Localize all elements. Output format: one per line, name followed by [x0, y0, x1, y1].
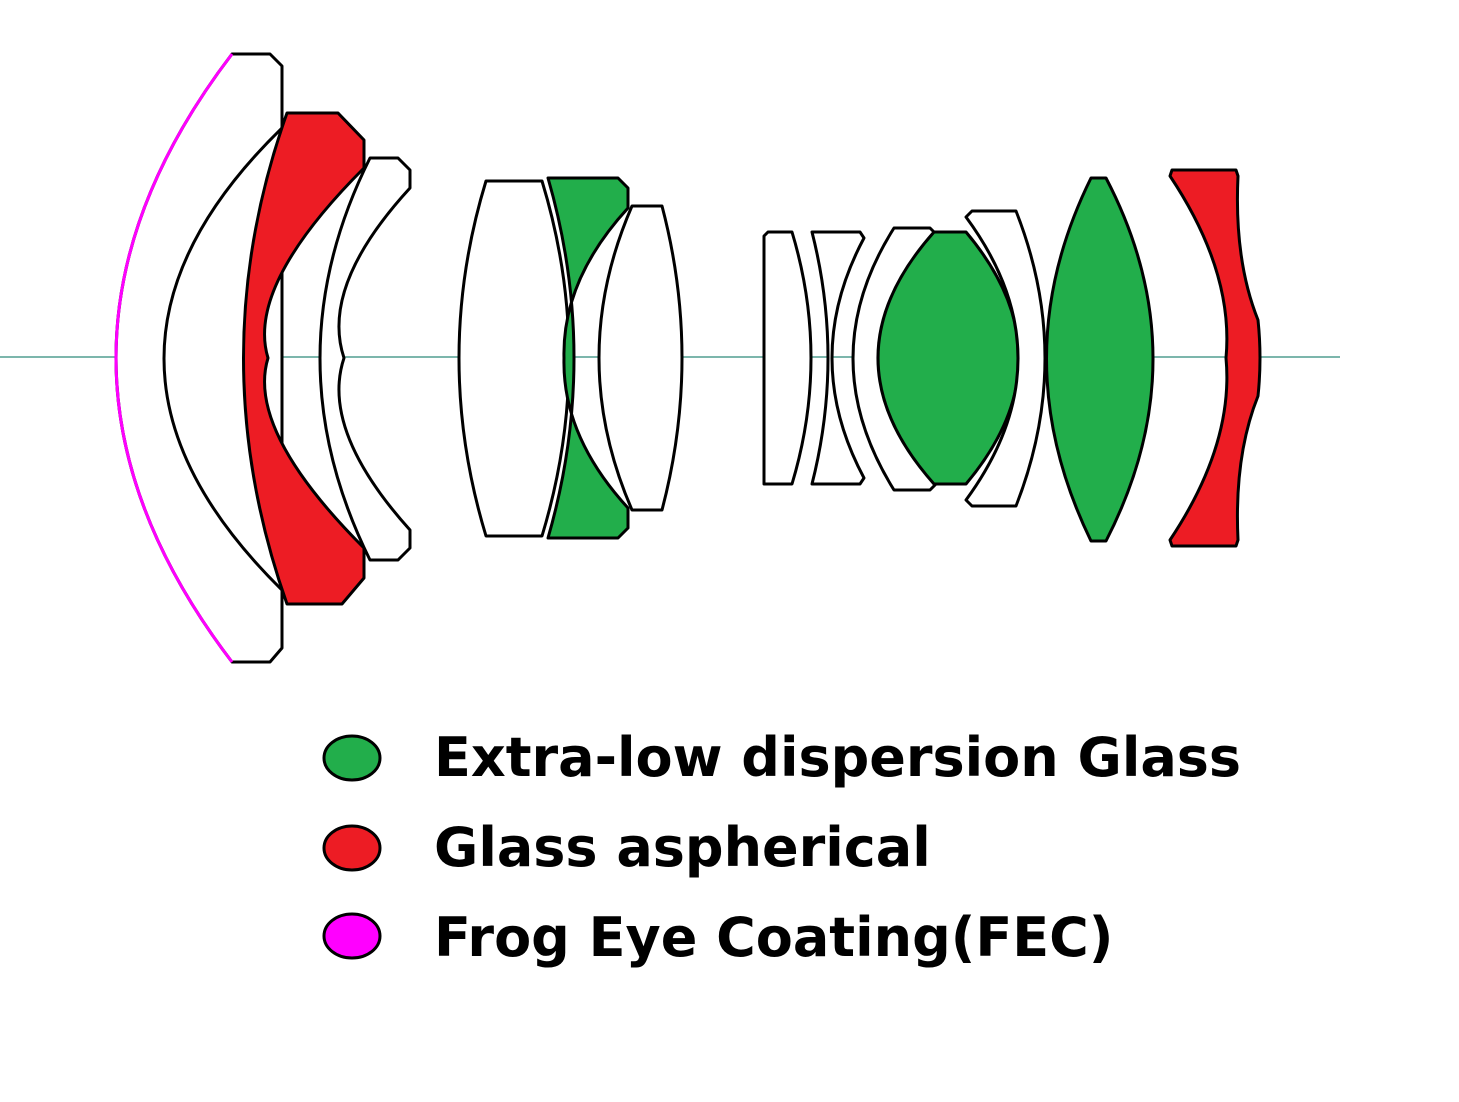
legend-item-fec: Frog Eye Coating(FEC)	[322, 906, 1113, 969]
lens-element-3	[318, 156, 412, 562]
legend-label-aspherical: Glass aspherical	[434, 816, 931, 879]
legend: Extra-low dispersion Glass Glass aspheri…	[322, 726, 1241, 969]
aspherical-swatch-icon	[322, 824, 382, 872]
lens-element-12	[1045, 176, 1155, 543]
lens-element-8	[810, 230, 866, 486]
lens-element-1-inner-surface	[162, 126, 284, 592]
legend-item-ed: Extra-low dispersion Glass	[322, 726, 1241, 789]
lens-element-11	[964, 209, 1047, 508]
lens-element-4	[457, 179, 571, 538]
fec-coating	[114, 53, 234, 663]
legend-label-ed: Extra-low dispersion Glass	[434, 726, 1241, 789]
lens-element-2	[242, 111, 366, 606]
fec-swatch-icon	[322, 912, 382, 960]
ed-swatch-icon	[322, 734, 382, 782]
lens-element-7	[762, 230, 813, 486]
legend-item-aspherical: Glass aspherical	[322, 816, 931, 879]
lens-element-13	[1168, 168, 1262, 548]
lens-element-5	[546, 176, 630, 540]
lens-element-6	[597, 204, 684, 512]
legend-label-fec: Frog Eye Coating(FEC)	[434, 906, 1113, 969]
